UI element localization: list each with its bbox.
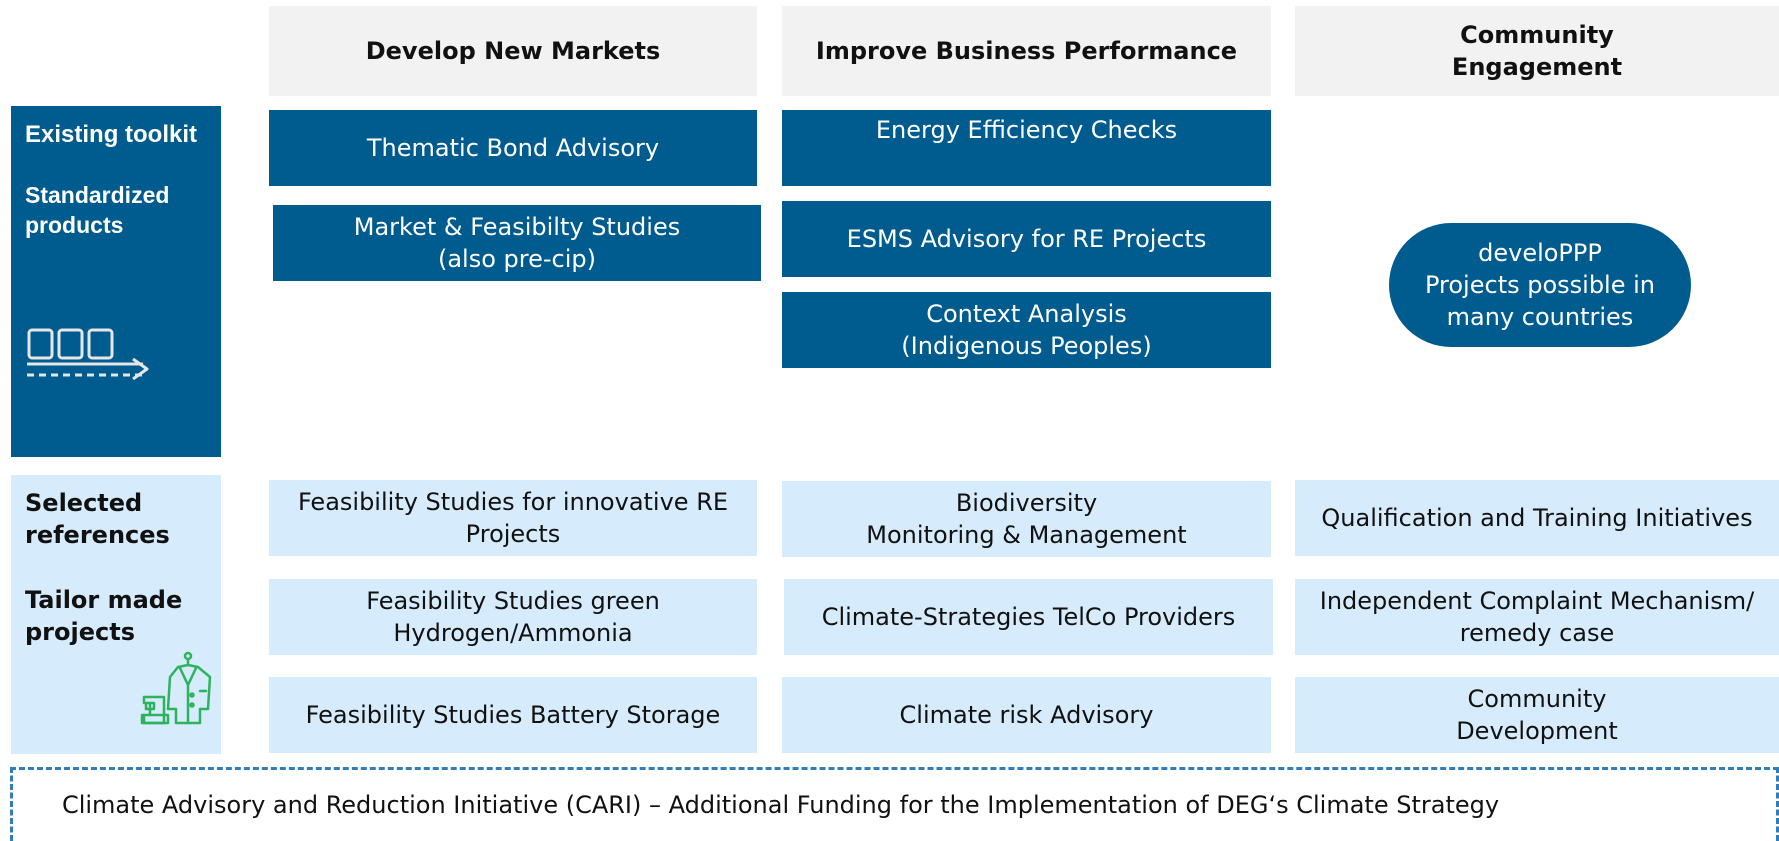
standardized-products-label: Standardized products	[25, 182, 170, 238]
conveyor-belt-icon	[25, 322, 157, 381]
reference-develop-box-2: Feasibility Studies green Hydrogen/Ammon…	[269, 579, 757, 655]
existing-improve-box-3: Context Analysis (Indigenous Peoples)	[782, 292, 1271, 368]
reference-develop-box-3: Feasibility Studies Battery Storage	[269, 677, 757, 753]
reference-community-box-3: Community Development	[1295, 677, 1779, 753]
cari-footer-banner: Climate Advisory and Reduction Initiativ…	[10, 767, 1779, 841]
reference-improve-box-3: Climate risk Advisory	[782, 677, 1271, 753]
developpp-pill: develoPPP Projects possible in many coun…	[1389, 223, 1691, 347]
reference-improve-box-2: Climate-Strategies TelCo Providers	[784, 579, 1273, 655]
column-header-improve-business-performance: Improve Business Performance	[782, 6, 1271, 96]
tailor-made-projects-label: Tailor made projects	[25, 586, 183, 646]
reference-community-box-2: Independent Complaint Mechanism/ remedy …	[1295, 579, 1779, 655]
column-header-community-engagement: Community Engagement	[1295, 6, 1779, 96]
column-header-develop-new-markets: Develop New Markets	[269, 6, 757, 96]
existing-develop-box-1: Thematic Bond Advisory	[269, 110, 757, 186]
existing-improve-box-1: Energy Efficiency Checks	[782, 110, 1271, 186]
reference-develop-box-1: Feasibility Studies for innovative RE Pr…	[269, 480, 757, 556]
cari-footer-text: Climate Advisory and Reduction Initiativ…	[61, 790, 1500, 819]
existing-develop-box-2: Market & Feasibilty Studies (also pre-ci…	[273, 205, 761, 281]
existing-toolkit-panel: Existing toolkit Standardized products	[11, 106, 221, 457]
reference-improve-box-1: Biodiversity Monitoring & Management	[782, 481, 1271, 557]
selected-references-panel: Selected references Tailor made projects	[11, 475, 221, 754]
tailoring-sewing-machine-icon	[140, 651, 216, 727]
reference-community-box-1: Qualification and Training Initiatives	[1295, 480, 1779, 556]
existing-improve-box-2: ESMS Advisory for RE Projects	[782, 201, 1271, 277]
existing-toolkit-label: Existing toolkit	[25, 121, 198, 148]
selected-references-label: Selected references	[25, 489, 170, 549]
